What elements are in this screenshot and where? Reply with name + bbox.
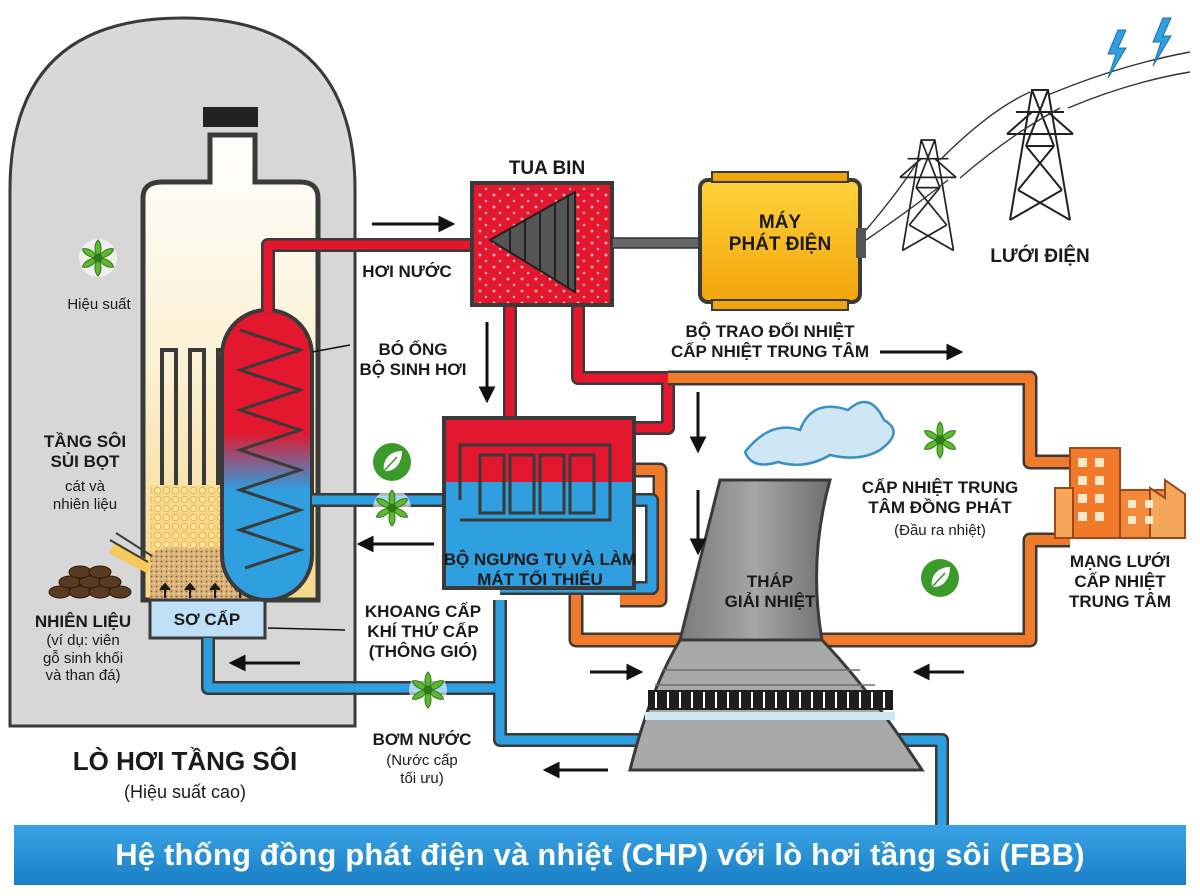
turbine xyxy=(470,181,703,307)
grid-label: LƯỚI ĐIỆN xyxy=(990,246,1090,267)
condenser xyxy=(442,416,636,590)
generator xyxy=(698,171,866,311)
arrow-icon xyxy=(228,215,964,779)
heat-output-label: (Đầu ra nhiệt) xyxy=(894,522,986,539)
fan-icon xyxy=(920,420,960,460)
boiler-title-label: LÒ HƠI TẦNG SÔI xyxy=(72,746,298,776)
fuel-title-label: NHIÊN LIỆU xyxy=(34,612,132,631)
efficiency-label: Hiệu suất xyxy=(67,296,131,313)
fuel-pile xyxy=(48,532,153,599)
turbine-label: TUA BIN xyxy=(508,158,586,179)
leaf-icon xyxy=(372,442,412,482)
steam-drum xyxy=(220,308,314,602)
fan-icon xyxy=(408,670,448,710)
cooling-tower xyxy=(628,400,925,772)
factory-icon xyxy=(1054,447,1186,539)
fan-icon xyxy=(78,238,118,278)
fan-icon xyxy=(372,488,412,528)
boiler-sub-label: (Hiệu suất cao) xyxy=(123,782,247,802)
pipes xyxy=(201,238,1070,826)
pylon-icon xyxy=(865,51,1191,252)
title-banner: Hệ thống đồng phát điện và nhiệt (CHP) v… xyxy=(14,825,1186,885)
lightning-icon xyxy=(1107,17,1172,79)
pump-title-label: BƠM NƯỚC xyxy=(372,730,472,749)
steam-label: HƠI NƯỚC xyxy=(362,262,452,281)
primary-label: SƠ CẤP xyxy=(173,610,241,629)
page-title: Hệ thống đồng phát điện và nhiệt (CHP) v… xyxy=(115,837,1085,872)
leaf-icon xyxy=(920,558,960,598)
